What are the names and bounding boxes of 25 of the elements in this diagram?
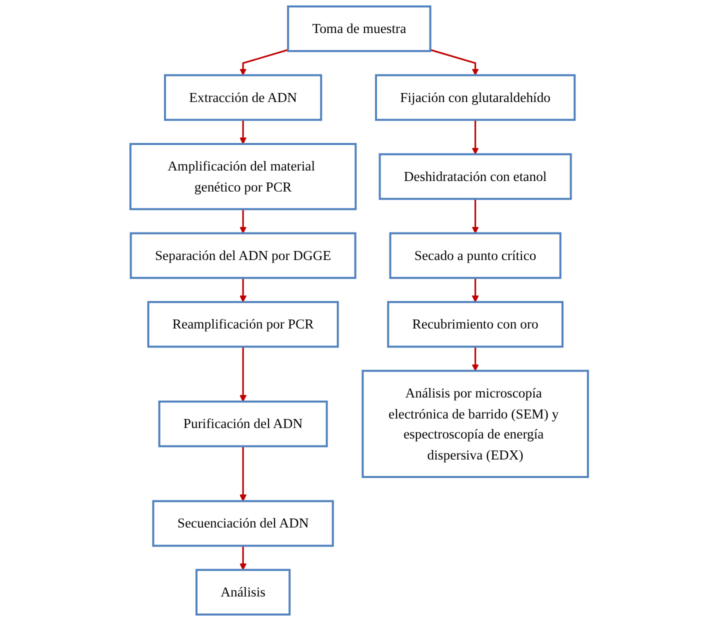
arrow	[472, 278, 480, 302]
node-box: Fijación con glutaraldehído	[375, 74, 576, 121]
arrow	[472, 346, 480, 372]
node-box: Amplificación del material genético por PCR	[130, 142, 357, 210]
arrow	[430, 49, 480, 76]
node-box: Reamplificación por PCR	[148, 301, 340, 348]
node-box: Análisis	[196, 568, 291, 616]
arrow	[472, 120, 480, 155]
arrow	[240, 120, 247, 144]
arrow	[240, 49, 289, 76]
node-box: Purificación del ADN	[158, 400, 328, 448]
arrow	[240, 209, 247, 234]
node-box: Recubrimiento con oro	[387, 301, 564, 348]
node-box: Análisis por microscopía electrónica de barrido (SEM) y espectroscopía de energía dispersiva (EDX)	[362, 370, 590, 478]
arrow	[240, 446, 247, 502]
node-box: Extracción de ADN	[164, 74, 322, 121]
node-box: Secado a punto crítico	[390, 232, 562, 279]
arrow	[472, 198, 480, 234]
node-box: Toma de muestra	[287, 5, 432, 52]
node-box: Deshidratación con etanol	[379, 153, 572, 200]
arrow	[240, 278, 247, 302]
node-box: Secuenciación del ADN	[152, 500, 334, 547]
arrow	[240, 346, 247, 402]
node-box: Separación del ADN por DGGE	[130, 232, 357, 279]
arrow	[240, 546, 247, 570]
